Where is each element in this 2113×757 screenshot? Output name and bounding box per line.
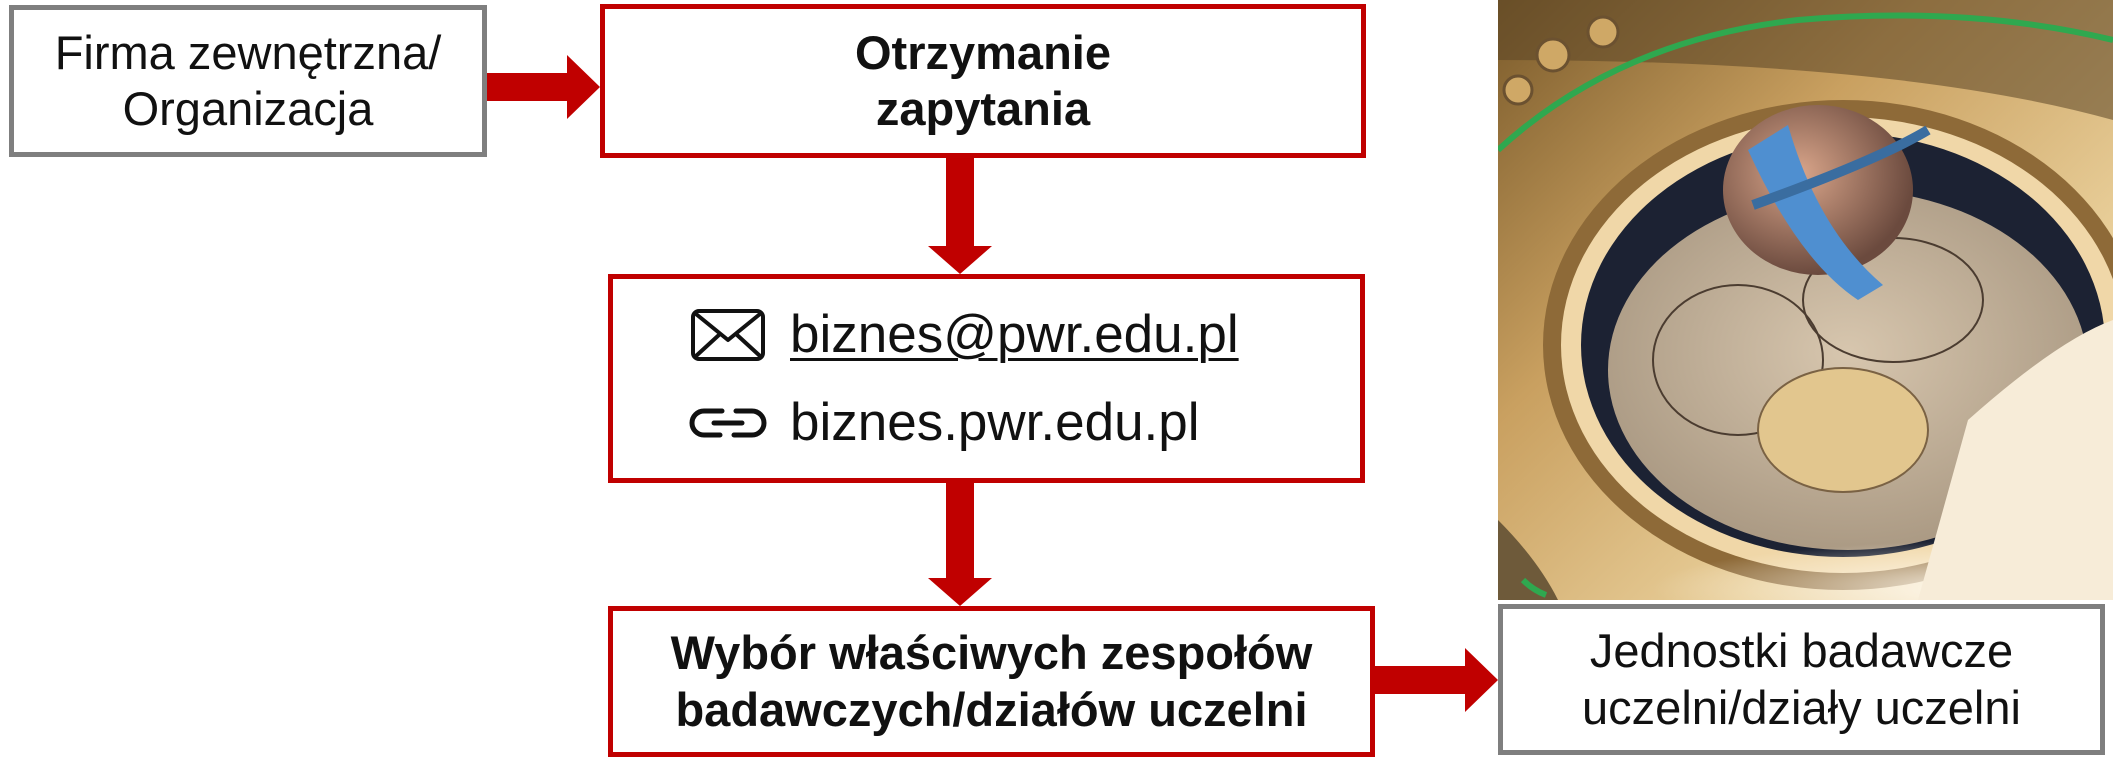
- email-link[interactable]: biznes@pwr.edu.pl: [790, 305, 1239, 364]
- node-research-units: Jednostki badawcze uczelni/działy uczeln…: [1498, 604, 2105, 755]
- arrow-contact-to-select: [928, 483, 992, 606]
- node-receive-inquiry: Otrzymanie zapytania: [600, 4, 1366, 158]
- arrow-source-to-receive: [487, 55, 600, 119]
- node-select-teams-line-1: Wybór właściwych zespołów: [670, 626, 1313, 680]
- node-receive-inquiry-line-1: Otrzymanie: [855, 25, 1111, 79]
- contact-email-row: biznes@pwr.edu.pl: [688, 291, 1239, 379]
- node-receive-inquiry-line-2: zapytania: [875, 82, 1091, 135]
- website-link[interactable]: biznes.pwr.edu.pl: [790, 393, 1200, 452]
- node-select-teams: Wybór właściwych zespołów badawczych/dzi…: [608, 606, 1375, 757]
- node-external-company-line-1: Firma zewnętrzna/: [54, 25, 442, 79]
- node-contact: biznes@pwr.edu.pl biznes.pwr.edu.pl: [608, 274, 1365, 483]
- node-research-units-line-2: uczelni/działy uczelni: [1582, 680, 2021, 734]
- node-external-company: Firma zewnętrzna/ Organizacja: [9, 5, 487, 157]
- node-external-company-line-2: Organizacja: [122, 82, 374, 135]
- contact-website-row: biznes.pwr.edu.pl: [688, 379, 1200, 467]
- link-icon: [688, 393, 768, 453]
- arrow-select-to-units: [1375, 648, 1498, 712]
- envelope-icon: [688, 305, 768, 365]
- node-research-units-line-1: Jednostki badawcze: [1589, 624, 2014, 678]
- vacuum-chamber-photo: [1498, 0, 2113, 600]
- arrow-receive-to-contact: [928, 158, 992, 274]
- node-select-teams-line-2: badawczych/działów uczelni: [675, 682, 1308, 736]
